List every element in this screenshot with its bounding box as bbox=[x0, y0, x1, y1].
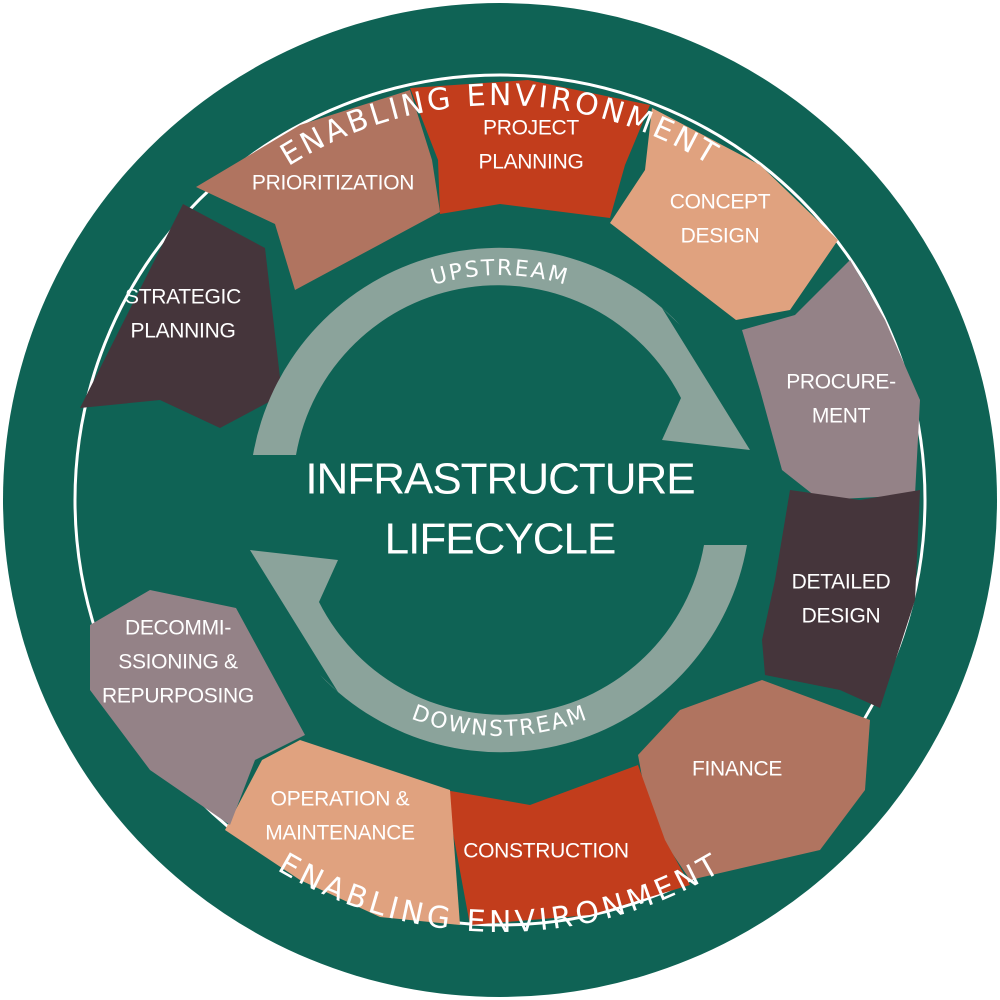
stage-label-decommissioning: SSIONING & bbox=[118, 651, 238, 674]
stage-segments: STRATEGIC PLANNING PRIORITIZATION PROJECT PL… bbox=[80, 80, 920, 925]
stage-label-project-planning: PLANNING bbox=[479, 151, 584, 174]
stage-label-prioritization: PRIORITIZATION bbox=[252, 172, 414, 195]
stage-shape-operation-maintenance bbox=[225, 740, 460, 925]
stage-operation-maintenance: OPERATION & MAINTENANCE bbox=[225, 740, 460, 925]
stage-shape-project-planning bbox=[410, 80, 650, 218]
stage-label-procurement: MENT bbox=[812, 405, 871, 428]
stage-concept-design: CONCEPT DESIGN bbox=[610, 108, 838, 320]
stage-label-strategic-planning: STRATEGIC bbox=[125, 286, 241, 309]
stage-label-procurement: PROCURE- bbox=[786, 371, 896, 394]
stage-procurement: PROCURE- MENT bbox=[742, 260, 920, 500]
upstream-arrow bbox=[253, 247, 750, 455]
stage-label-construction: CONSTRUCTION bbox=[463, 840, 629, 863]
stage-prioritization: PRIORITIZATION bbox=[196, 90, 440, 290]
stage-label-concept-design: CONCEPT bbox=[670, 191, 771, 214]
stage-shape-decommissioning bbox=[90, 590, 305, 825]
stage-label-project-planning: PROJECT bbox=[483, 117, 579, 140]
stage-shape-finance bbox=[638, 680, 870, 880]
stage-label-operation-maintenance: OPERATION & bbox=[271, 788, 410, 811]
stage-label-finance: FINANCE bbox=[692, 758, 782, 781]
stage-decommissioning: DECOMMI- SSIONING & REPURPOSING bbox=[90, 590, 305, 825]
stage-shape-concept-design bbox=[610, 108, 838, 320]
stage-label-detailed-design: DETAILED bbox=[792, 571, 891, 594]
stage-shape-procurement bbox=[742, 260, 920, 500]
stage-label-concept-design: DESIGN bbox=[681, 225, 760, 248]
stage-construction: CONSTRUCTION bbox=[445, 765, 690, 925]
downstream-arrow bbox=[250, 545, 747, 753]
stage-shape-prioritization bbox=[196, 90, 440, 290]
stage-label-operation-maintenance: MAINTENANCE bbox=[265, 822, 415, 845]
stage-label-detailed-design: DESIGN bbox=[802, 605, 881, 628]
stage-project-planning: PROJECT PLANNING bbox=[410, 80, 650, 218]
stage-finance: FINANCE bbox=[638, 680, 870, 880]
stage-label-decommissioning: DECOMMI- bbox=[125, 617, 231, 640]
center-title-line1: INFRASTRUCTURE bbox=[305, 455, 694, 504]
stage-label-strategic-planning: PLANNING bbox=[131, 320, 236, 343]
stage-strategic-planning: STRATEGIC PLANNING bbox=[80, 204, 282, 428]
stage-shape-construction bbox=[445, 765, 690, 925]
center-title-line2: LIFECYCLE bbox=[385, 515, 616, 564]
stage-shape-strategic-planning bbox=[80, 204, 282, 428]
stage-shape-detailed-design bbox=[762, 490, 920, 708]
stage-detailed-design: DETAILED DESIGN bbox=[762, 490, 920, 708]
inner-rim bbox=[73, 73, 927, 927]
stage-label-decommissioning: REPURPOSING bbox=[102, 685, 254, 708]
flow-arrows bbox=[250, 247, 750, 753]
